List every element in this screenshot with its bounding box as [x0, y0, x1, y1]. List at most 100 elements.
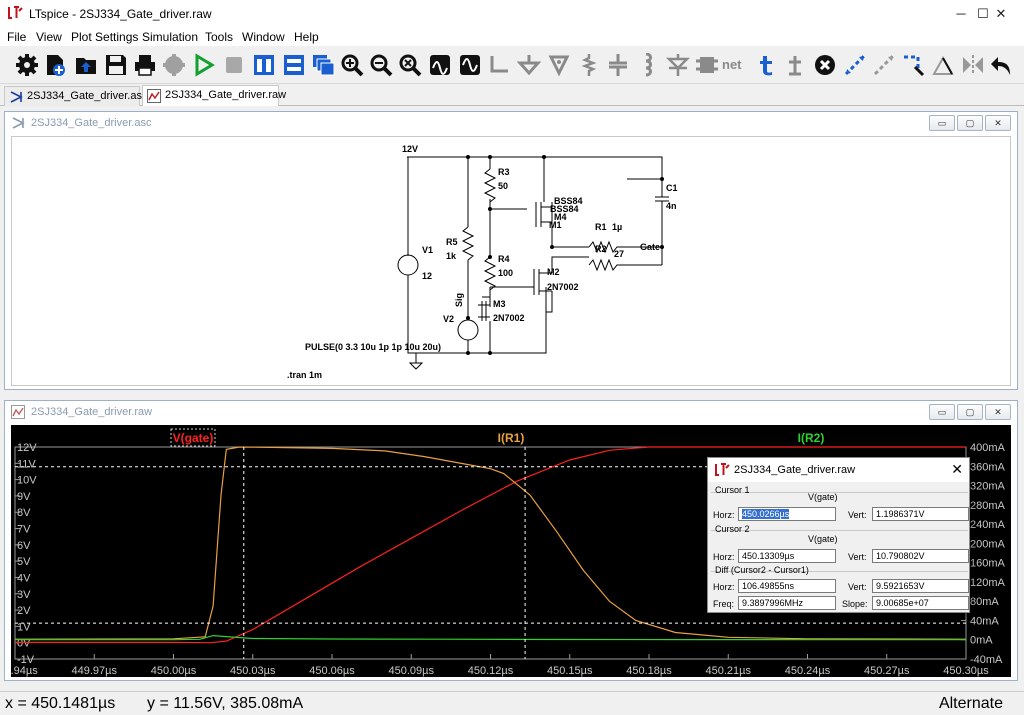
menu-plot-settings[interactable]: Plot Settings: [71, 30, 139, 44]
spice-directive-icon[interactable]: [783, 53, 807, 77]
tile-vertical-icon[interactable]: [252, 53, 276, 77]
legend-v-gate-: V(gate): [173, 431, 214, 445]
new-schematic-icon[interactable]: [43, 53, 67, 77]
run-icon[interactable]: [192, 53, 216, 77]
schematic-close-button[interactable]: ✕: [985, 115, 1011, 131]
tile-horizontal-icon[interactable]: [282, 53, 306, 77]
x-tick-label: 450.09µs: [389, 665, 435, 677]
schematic-maximize-button[interactable]: ▢: [957, 115, 983, 131]
move-icon[interactable]: [872, 53, 896, 77]
component-icon[interactable]: [695, 53, 719, 77]
cursor1-horz-field[interactable]: 450.0266µs: [738, 507, 836, 521]
close-button[interactable]: ✕: [995, 6, 1007, 21]
cursor2-trace: V(gate): [808, 534, 838, 544]
zoom-in-icon[interactable]: [340, 53, 364, 77]
ground-icon[interactable]: [517, 53, 541, 77]
delete-icon[interactable]: [813, 53, 837, 77]
plot-maximize-button[interactable]: ▢: [957, 404, 983, 420]
x-tick-label: 450.24µs: [785, 665, 831, 677]
wire-icon[interactable]: [488, 53, 512, 77]
save-icon[interactable]: [104, 53, 128, 77]
tab-schematic[interactable]: 2SJ334_Gate_driver.asc: [4, 86, 147, 106]
cascade-icon[interactable]: [311, 53, 335, 77]
drag-icon[interactable]: [901, 53, 925, 77]
y-right-tick-label: 120mA: [970, 577, 1006, 589]
menu-simulation[interactable]: Simulation: [142, 30, 199, 44]
inductor-icon[interactable]: [636, 53, 660, 77]
x-tick-label: 450.30µs: [943, 665, 989, 677]
x-tick-label: 450.12µs: [468, 665, 514, 677]
menu-help[interactable]: Help: [294, 30, 319, 44]
menu-view[interactable]: View: [36, 30, 62, 44]
menu-file[interactable]: File: [7, 30, 27, 44]
menu-window[interactable]: Window: [242, 30, 285, 44]
menu-bar: File View Plot Settings Simulation Tools…: [0, 28, 1024, 46]
cursor2-divider: [711, 530, 968, 531]
label-r3-name: R3: [498, 167, 510, 177]
minimize-button[interactable]: ─: [956, 6, 966, 21]
label-v2-pulse: PULSE(0 3.3 10u 1p 1p 10u 20u): [305, 342, 441, 352]
waveform-tab-icon: [147, 89, 161, 103]
document-tabs: 2SJ334_Gate_driver.asc 2SJ334_Gate_drive…: [0, 84, 1024, 106]
cursor-dialog-close-button[interactable]: ✕: [951, 461, 963, 477]
cursor1-vert-label: Vert:: [848, 510, 867, 520]
mirror-icon[interactable]: [961, 53, 985, 77]
y-right-tick-label: 0mA: [970, 635, 993, 647]
cursor2-vert-field[interactable]: 10.790802V: [872, 549, 969, 563]
status-x-readout: x = 450.1481µs: [5, 695, 116, 712]
waveform-icon[interactable]: [458, 53, 482, 77]
label-supply: 12V: [402, 144, 418, 154]
slope-field[interactable]: 9.00685e+07: [872, 596, 969, 610]
label-r2-value: 27: [614, 249, 624, 259]
undo-icon[interactable]: [990, 53, 1014, 77]
y-left-tick-label: 0V: [17, 638, 31, 650]
label-c1-value: 4n: [666, 201, 677, 211]
menu-tools[interactable]: Tools: [205, 30, 234, 44]
x-tick-label: 450.06µs: [309, 665, 355, 677]
y-left-tick-label: 7V: [17, 524, 31, 536]
y-right-tick-label: -40mA: [970, 654, 1003, 666]
plot-minimize-button[interactable]: ▭: [929, 404, 955, 420]
diff-divider: [711, 571, 968, 572]
series-line-i-r1-: [14, 446, 967, 640]
open-icon[interactable]: [74, 53, 98, 77]
label-net-icon[interactable]: [547, 53, 571, 77]
maximize-button[interactable]: ☐: [977, 6, 989, 21]
diff-vert-field[interactable]: 9.5921653V: [872, 579, 969, 593]
label-m2-name: M2: [547, 267, 560, 277]
zoom-out-icon[interactable]: [369, 53, 393, 77]
schematic-minimize-button[interactable]: ▭: [929, 115, 955, 131]
legend-i-r2-: I(R2): [798, 431, 825, 445]
halt-icon[interactable]: [162, 53, 186, 77]
zoom-fit-icon[interactable]: [398, 53, 422, 77]
duplicate-icon[interactable]: [843, 53, 867, 77]
resistor-icon[interactable]: [577, 53, 601, 77]
series-line-v-gate-: [15, 446, 966, 644]
label-c1-name: C1: [666, 183, 678, 193]
label-v1-name: V1: [422, 245, 433, 255]
schematic-drawing: 12V V1 12 R5 1k V2 PULSE(0 3.3 10u 1p 1p…: [287, 144, 678, 380]
window-title: LTspice - 2SJ334_Gate_driver.raw: [29, 7, 212, 21]
freq-field[interactable]: 9.3897996MHz: [738, 596, 836, 610]
label-r3-value: 50: [498, 181, 508, 191]
cursor1-vert-field[interactable]: 1.1986371V: [872, 507, 969, 521]
x-tick-label: 450.21µs: [706, 665, 752, 677]
text-icon[interactable]: [754, 53, 778, 77]
schematic-window: 2SJ334_Gate_driver.asc ▭ ▢ ✕: [4, 111, 1018, 390]
x-tick-label: 450.15µs: [547, 665, 593, 677]
cursor2-horz-field[interactable]: 450.13309µs: [738, 549, 836, 563]
plot-close-button[interactable]: ✕: [985, 404, 1011, 420]
capacitor-icon[interactable]: [606, 53, 630, 77]
diff-horz-field[interactable]: 106.49855ns: [738, 579, 836, 593]
stop-icon[interactable]: [222, 53, 246, 77]
autorange-icon[interactable]: [428, 53, 452, 77]
plot-window-header: 2SJ334_Gate_driver.raw ▭ ▢ ✕: [5, 401, 1017, 423]
diode-icon[interactable]: [666, 53, 690, 77]
cursor-readout-dialog: 2SJ334_Gate_driver.raw ✕ Cursor 1 V(gate…: [707, 457, 970, 613]
schematic-canvas[interactable]: 12V V1 12 R5 1k V2 PULSE(0 3.3 10u 1p 1p…: [11, 136, 1011, 386]
paste-icon[interactable]: [931, 53, 955, 77]
tab-waveform[interactable]: 2SJ334_Gate_driver.raw: [142, 85, 286, 106]
net-icon[interactable]: net: [722, 53, 750, 77]
gear-icon[interactable]: [15, 53, 39, 77]
print-icon[interactable]: [133, 53, 157, 77]
